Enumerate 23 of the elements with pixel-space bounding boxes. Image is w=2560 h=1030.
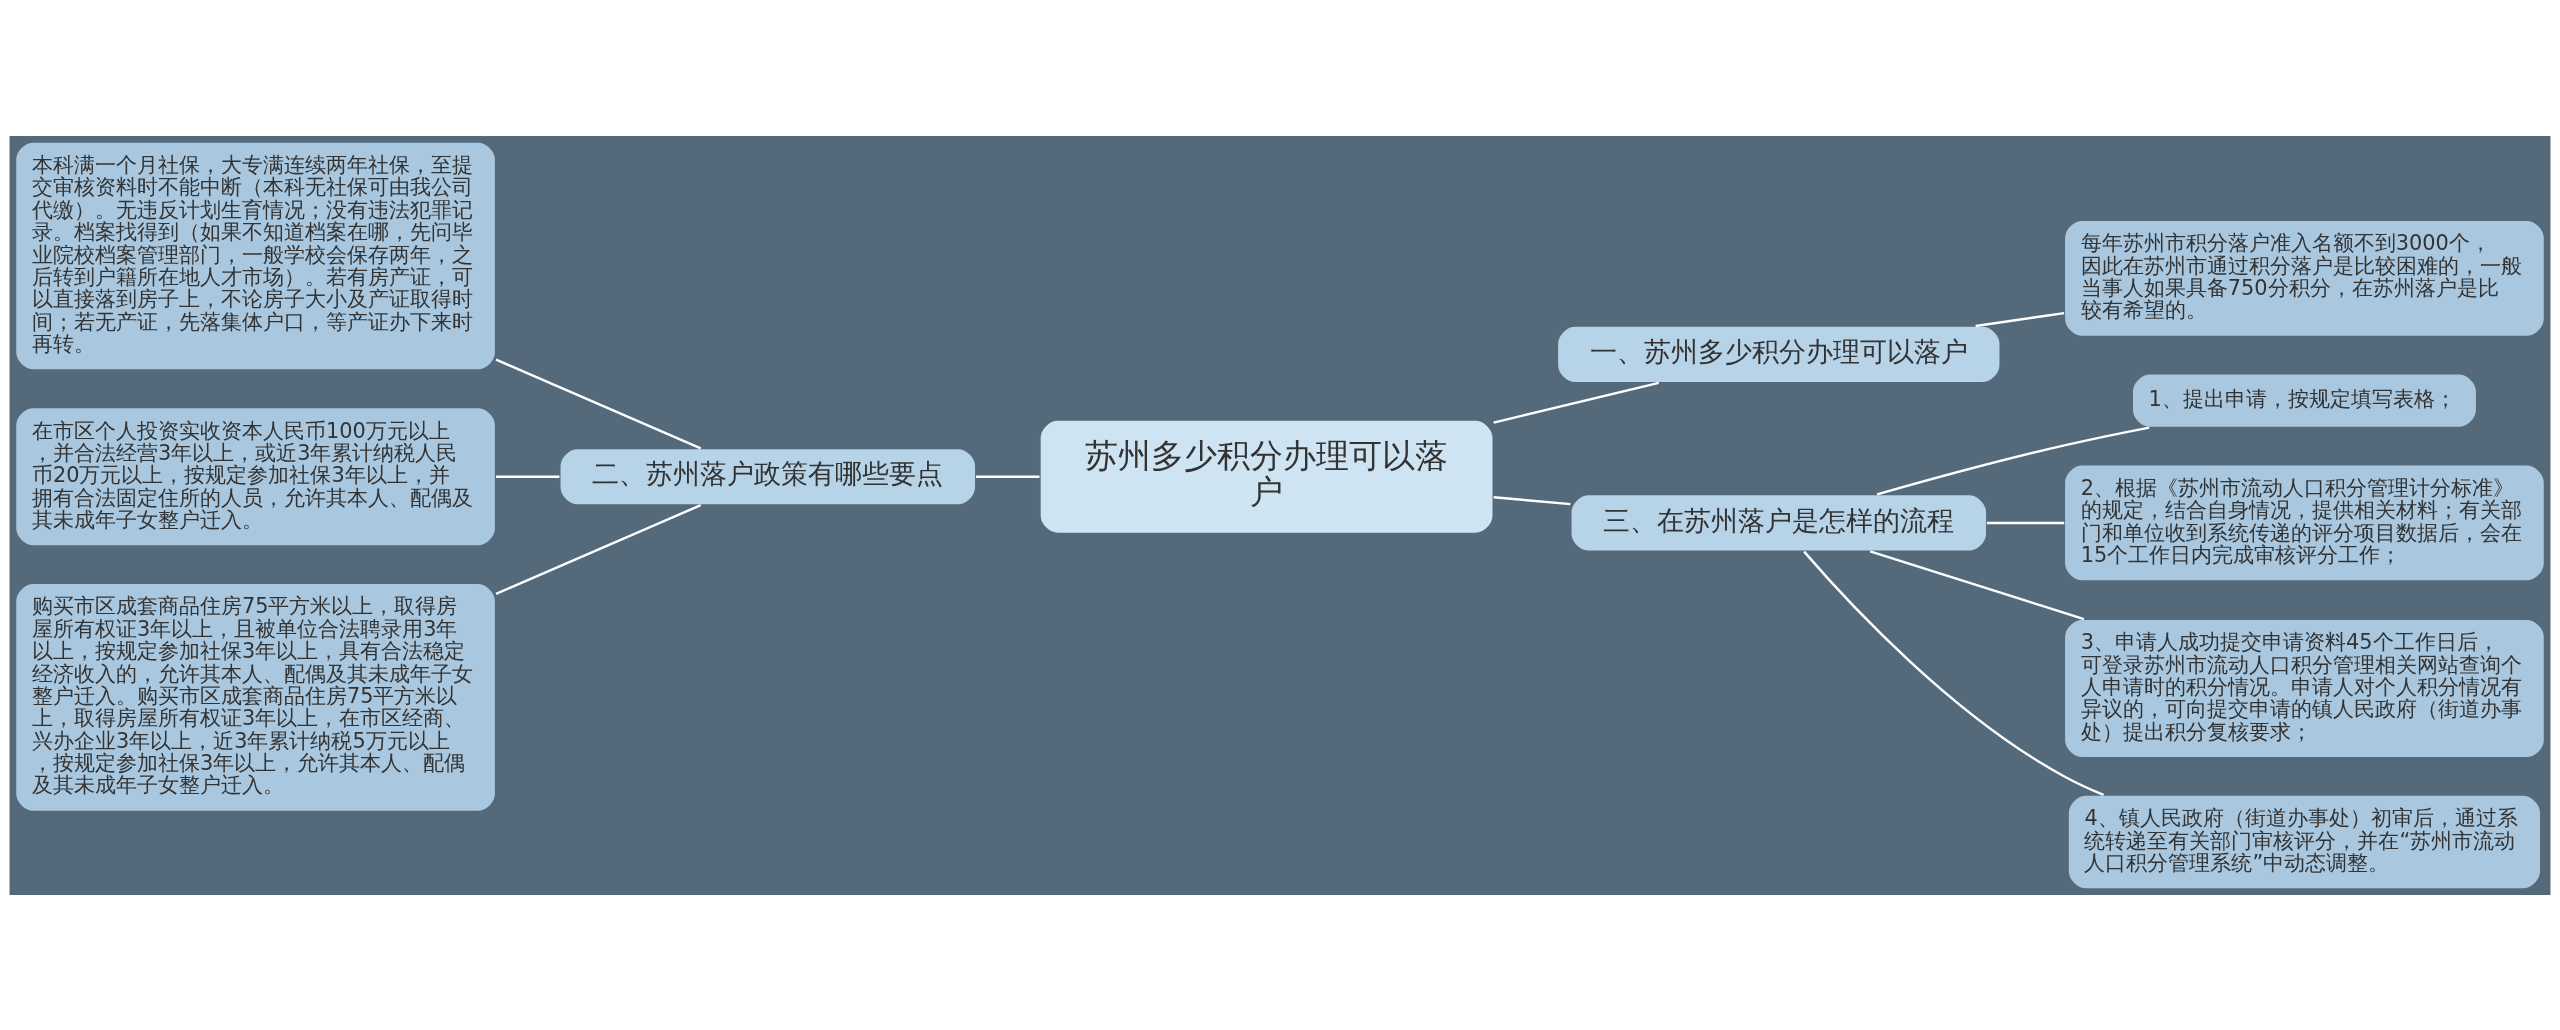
connector xyxy=(1986,521,2065,524)
connector xyxy=(495,503,702,595)
node-box: 在市区个人投资实收资本人民币100万元以上，并合法经营3年以上，或近3年累计纳税人民币20万元以上，按规定参加社保3年以上，并拥有合法固定住所的人员，允许其本人、配偶及其未成年子女整户迁入。 xyxy=(14,406,497,547)
connector xyxy=(1975,311,2065,327)
node-box: 二、苏州落户政策有哪些要点 xyxy=(559,447,977,506)
connector xyxy=(1876,425,2150,496)
node-box: 1、提出申请，按规定填写表格； xyxy=(2131,372,2478,428)
node-box: 苏州多少积分办理可以落户 xyxy=(1039,418,1494,534)
node-box: 4、镇人民政府（街道办事处）初审后，通过系统转递至有关部门审核评分，并在“苏州市流动人口积分管理系统”中动态调整。 xyxy=(2067,793,2542,890)
node-box: 3、申请人成功提交申请资料45个工作日后，可登录苏州市流动人口积分管理相关网站查询个人申请时的积分情况。申请人对个人积分情况有异议的，可向提交申请的镇人民政府（街道办事处）提出积分复核要求； xyxy=(2063,617,2546,759)
connector xyxy=(1803,550,2105,796)
node-box: 每年苏州市积分落户准入名额不到3000个，因此在苏州市通过积分落户是比较困难的，一般当事人如果具备750分积分，在苏州落户是比较有希望的。 xyxy=(2063,219,2546,337)
connector xyxy=(975,475,1040,478)
node-box: 2、根据《苏州市流动人口积分管理计分标准》的规定，结合自身情况，提供相关材料；有关部门和单位收到系统传递的评分项目数据后，会在15个工作日内完成审核评分工作； xyxy=(2063,463,2546,582)
connector xyxy=(1869,549,2085,620)
node-box: 三、在苏州落户是怎样的流程 xyxy=(1570,493,1988,552)
node-box: 购买市区成套商品住房75平方米以上，取得房屋所有权证3年以上，且被单位合法聘录用3年以上，按规定参加社保3年以上，具有合法稳定经济收入的，允许其本人、配偶及其未成年子女整户迁入。购买市区成套商品住房75平方米以上，取得房屋所有权证3年以上，在市区经商、兴办企业3年以上，近3年累计纳税5万元以上，按规定参加社保3年以上，允许其本人、配偶及其未成年子女整户迁入。 xyxy=(14,582,497,812)
connector xyxy=(496,475,560,478)
node-box: 一、苏州多少积分办理可以落户 xyxy=(1556,324,2001,384)
connector xyxy=(1493,495,1571,505)
node-box: 本科满一个月社保，大专满连续两年社保，至提交审核资料时不能中断（本科无社保可由我公司代缴）。无违反计划生育情况；没有违法犯罪记录。档案找得到（如果不知道档案在哪，先问毕业院校档案管理部门，一般学校会保存两年，之后转到户籍所在地人才市场）。若有房产证，可以直接落到房子上，不论房子大小及产证取得时间；若无产证，先落集体户口，等产证办下来时再转。 xyxy=(14,140,497,371)
connector xyxy=(1493,381,1660,424)
connector xyxy=(495,358,702,449)
